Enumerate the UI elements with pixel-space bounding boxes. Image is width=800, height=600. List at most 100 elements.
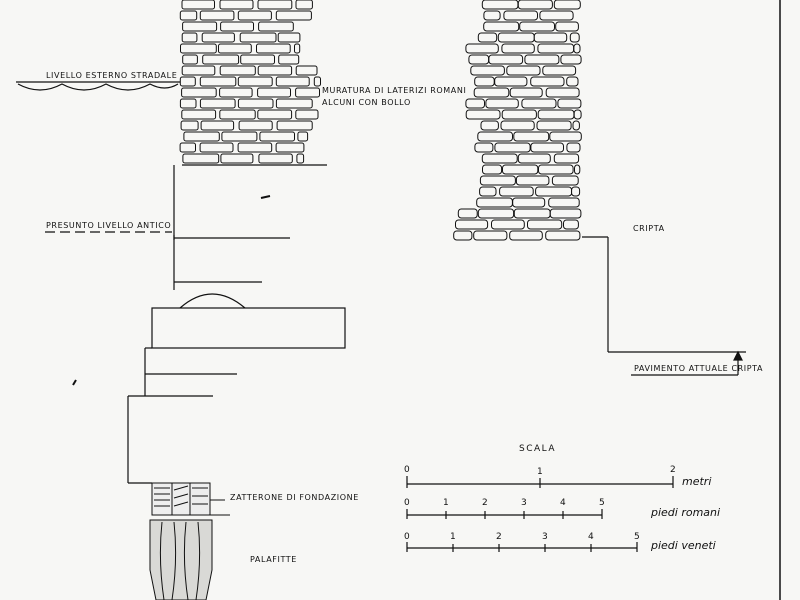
brick bbox=[237, 142, 273, 153]
scale-tick-label: 5 bbox=[634, 532, 640, 542]
brick bbox=[257, 87, 292, 98]
foundation-piles bbox=[149, 519, 213, 600]
masonry-label-line1: MURATURA DI LATERIZI ROMANI bbox=[322, 86, 467, 95]
scale-tick-label: 1 bbox=[450, 532, 456, 542]
brick bbox=[553, 0, 581, 10]
brick bbox=[563, 219, 579, 230]
brick bbox=[524, 54, 560, 65]
brick bbox=[199, 98, 236, 109]
brick bbox=[220, 21, 255, 32]
brick bbox=[297, 131, 309, 142]
brick bbox=[181, 0, 215, 10]
scale-tick-label: 1 bbox=[537, 467, 543, 477]
brick bbox=[539, 10, 574, 21]
brick bbox=[566, 142, 581, 153]
brick bbox=[179, 10, 198, 21]
foundation-outline bbox=[127, 164, 346, 484]
masonry-label-line2: ALCUNI CON BOLLO bbox=[322, 98, 411, 107]
brick bbox=[259, 131, 295, 142]
brick bbox=[295, 0, 313, 10]
brick bbox=[509, 230, 543, 241]
brick bbox=[220, 153, 254, 164]
brick bbox=[515, 175, 550, 186]
brick bbox=[488, 54, 524, 65]
brick bbox=[455, 219, 489, 230]
brick bbox=[571, 186, 581, 197]
brick bbox=[527, 219, 563, 230]
brick bbox=[545, 87, 580, 98]
raft-label: ZATTERONE DI FONDAZIONE bbox=[230, 493, 359, 502]
brick bbox=[275, 10, 312, 21]
brick bbox=[182, 21, 218, 32]
brick bbox=[538, 164, 574, 175]
brick bbox=[501, 109, 537, 120]
scale-tick-label: 0 bbox=[404, 498, 410, 508]
brick bbox=[453, 230, 473, 241]
brick bbox=[182, 153, 220, 164]
brick bbox=[553, 153, 580, 164]
scale-tick-label: 2 bbox=[496, 532, 502, 542]
brick bbox=[481, 153, 518, 164]
brick bbox=[477, 208, 515, 219]
brick bbox=[296, 153, 305, 164]
brick bbox=[536, 120, 572, 131]
brick bbox=[295, 65, 318, 76]
brick bbox=[465, 98, 485, 109]
brick bbox=[551, 175, 579, 186]
brick bbox=[477, 32, 498, 43]
brick bbox=[548, 197, 580, 208]
brick bbox=[180, 120, 199, 131]
brick bbox=[219, 0, 254, 10]
brick bbox=[181, 109, 217, 120]
scale-tick-label: 1 bbox=[443, 498, 449, 508]
brick bbox=[557, 98, 582, 109]
brick bbox=[275, 76, 310, 87]
brick bbox=[470, 65, 505, 76]
street-ground-line bbox=[16, 81, 180, 91]
brick bbox=[179, 76, 196, 87]
scale-tick-label: 0 bbox=[404, 465, 410, 475]
brick bbox=[491, 219, 525, 230]
brick bbox=[277, 32, 301, 43]
brick bbox=[474, 76, 495, 87]
brick bbox=[479, 175, 516, 186]
scale-unit-piedi-romani: piedi romani bbox=[651, 506, 721, 519]
brick bbox=[219, 87, 253, 98]
brick bbox=[181, 87, 217, 98]
brick bbox=[537, 109, 575, 120]
brick bbox=[313, 76, 321, 87]
brick bbox=[219, 109, 256, 120]
brick bbox=[477, 131, 513, 142]
brick bbox=[509, 87, 543, 98]
brick bbox=[494, 142, 531, 153]
brick bbox=[537, 43, 575, 54]
brick bbox=[573, 43, 581, 54]
brick bbox=[201, 32, 235, 43]
brick bbox=[549, 208, 582, 219]
brick bbox=[457, 208, 478, 219]
brick bbox=[183, 131, 220, 142]
brick bbox=[549, 131, 582, 142]
brick bbox=[572, 120, 580, 131]
brick bbox=[257, 65, 293, 76]
brick bbox=[202, 54, 240, 65]
ink-mark bbox=[72, 379, 77, 386]
brick bbox=[535, 186, 573, 197]
scale-unit-piedi-veneti: piedi veneti bbox=[651, 539, 716, 552]
brick bbox=[295, 87, 321, 98]
street-level-label: LIVELLO ESTERNO STRADALE bbox=[46, 71, 178, 80]
brick bbox=[530, 142, 565, 153]
brick bbox=[566, 76, 579, 87]
scale-tick-label: 2 bbox=[670, 465, 676, 475]
brick bbox=[275, 142, 305, 153]
scale-tick-label: 5 bbox=[599, 498, 605, 508]
brick bbox=[519, 21, 556, 32]
brick bbox=[499, 186, 534, 197]
brick bbox=[199, 10, 235, 21]
piles-label: PALAFITTE bbox=[250, 555, 297, 564]
brick bbox=[237, 98, 274, 109]
brick bbox=[502, 164, 539, 175]
crypt-label: CRIPTA bbox=[633, 224, 665, 233]
ancient-level-label: PRESUNTO LIVELLO ANTICO bbox=[46, 221, 172, 230]
